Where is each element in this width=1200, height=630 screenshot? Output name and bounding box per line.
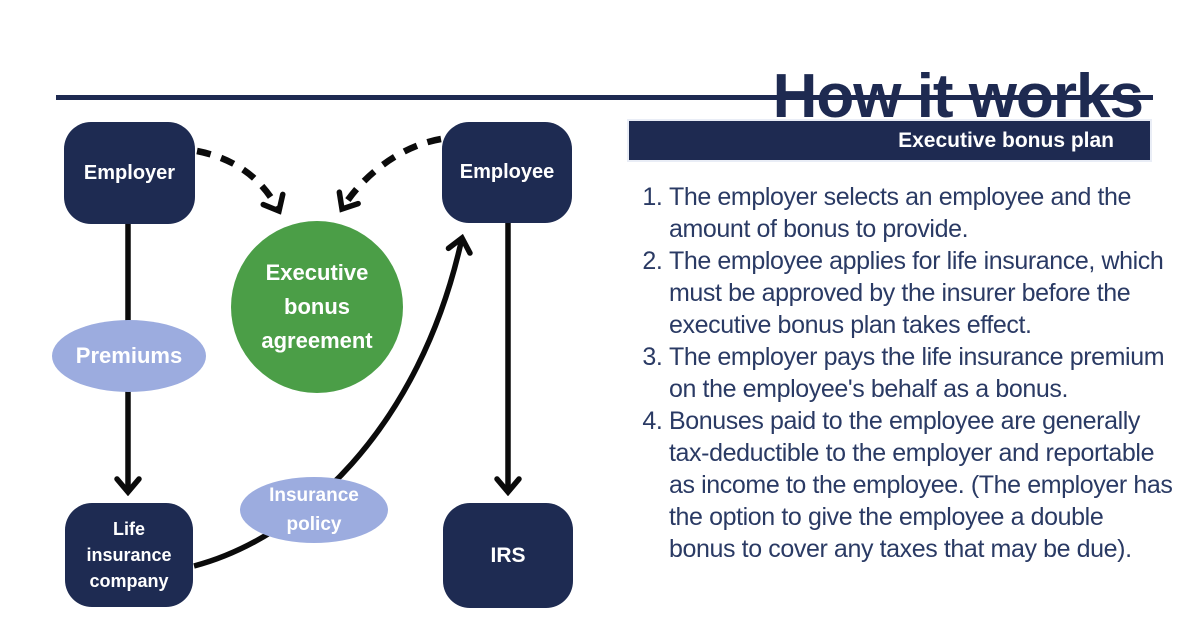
executive-bonus-diagram: Employer Employee Executive bonus agreem… xyxy=(52,122,573,608)
step-item: The employer pays the life insurance pre… xyxy=(669,341,1175,405)
title-underline xyxy=(56,95,1153,100)
step-item: The employee applies for life insurance,… xyxy=(669,245,1175,341)
step-item: Bonuses paid to the employee are general… xyxy=(669,405,1175,565)
node-policy-label: Insurance policy xyxy=(269,485,359,535)
node-life-insurance-label: Life insurance company xyxy=(86,519,172,591)
arrow-employer-to-agreement xyxy=(196,147,279,211)
node-irs: IRS xyxy=(443,503,573,608)
step-item: The employer selects an employee and the… xyxy=(669,181,1175,245)
node-employee-label: Employee xyxy=(459,161,555,183)
arrow-employee-to-agreement xyxy=(342,135,442,209)
node-irs-label: IRS xyxy=(490,543,526,567)
arrow-life-insurance-to-employee xyxy=(193,238,462,569)
node-employee: Employee xyxy=(442,122,572,223)
node-agreement-label: Executive bonus agreement xyxy=(261,260,373,353)
steps-list: The employer selects an employee and the… xyxy=(643,181,1175,565)
node-life-insurance-company: Life insurance company xyxy=(65,503,193,607)
node-employer: Employer xyxy=(64,122,195,224)
node-premiums-label: Premiums xyxy=(75,343,183,368)
node-executive-bonus-agreement: Executive bonus agreement xyxy=(231,221,403,393)
node-employer-label: Employer xyxy=(83,161,176,184)
section-header-bar: Executive bonus plan xyxy=(627,119,1152,162)
section-header-label: Executive bonus plan xyxy=(898,128,1114,152)
node-premiums: Premiums xyxy=(52,320,206,392)
node-insurance-policy: Insurance policy xyxy=(240,477,388,543)
